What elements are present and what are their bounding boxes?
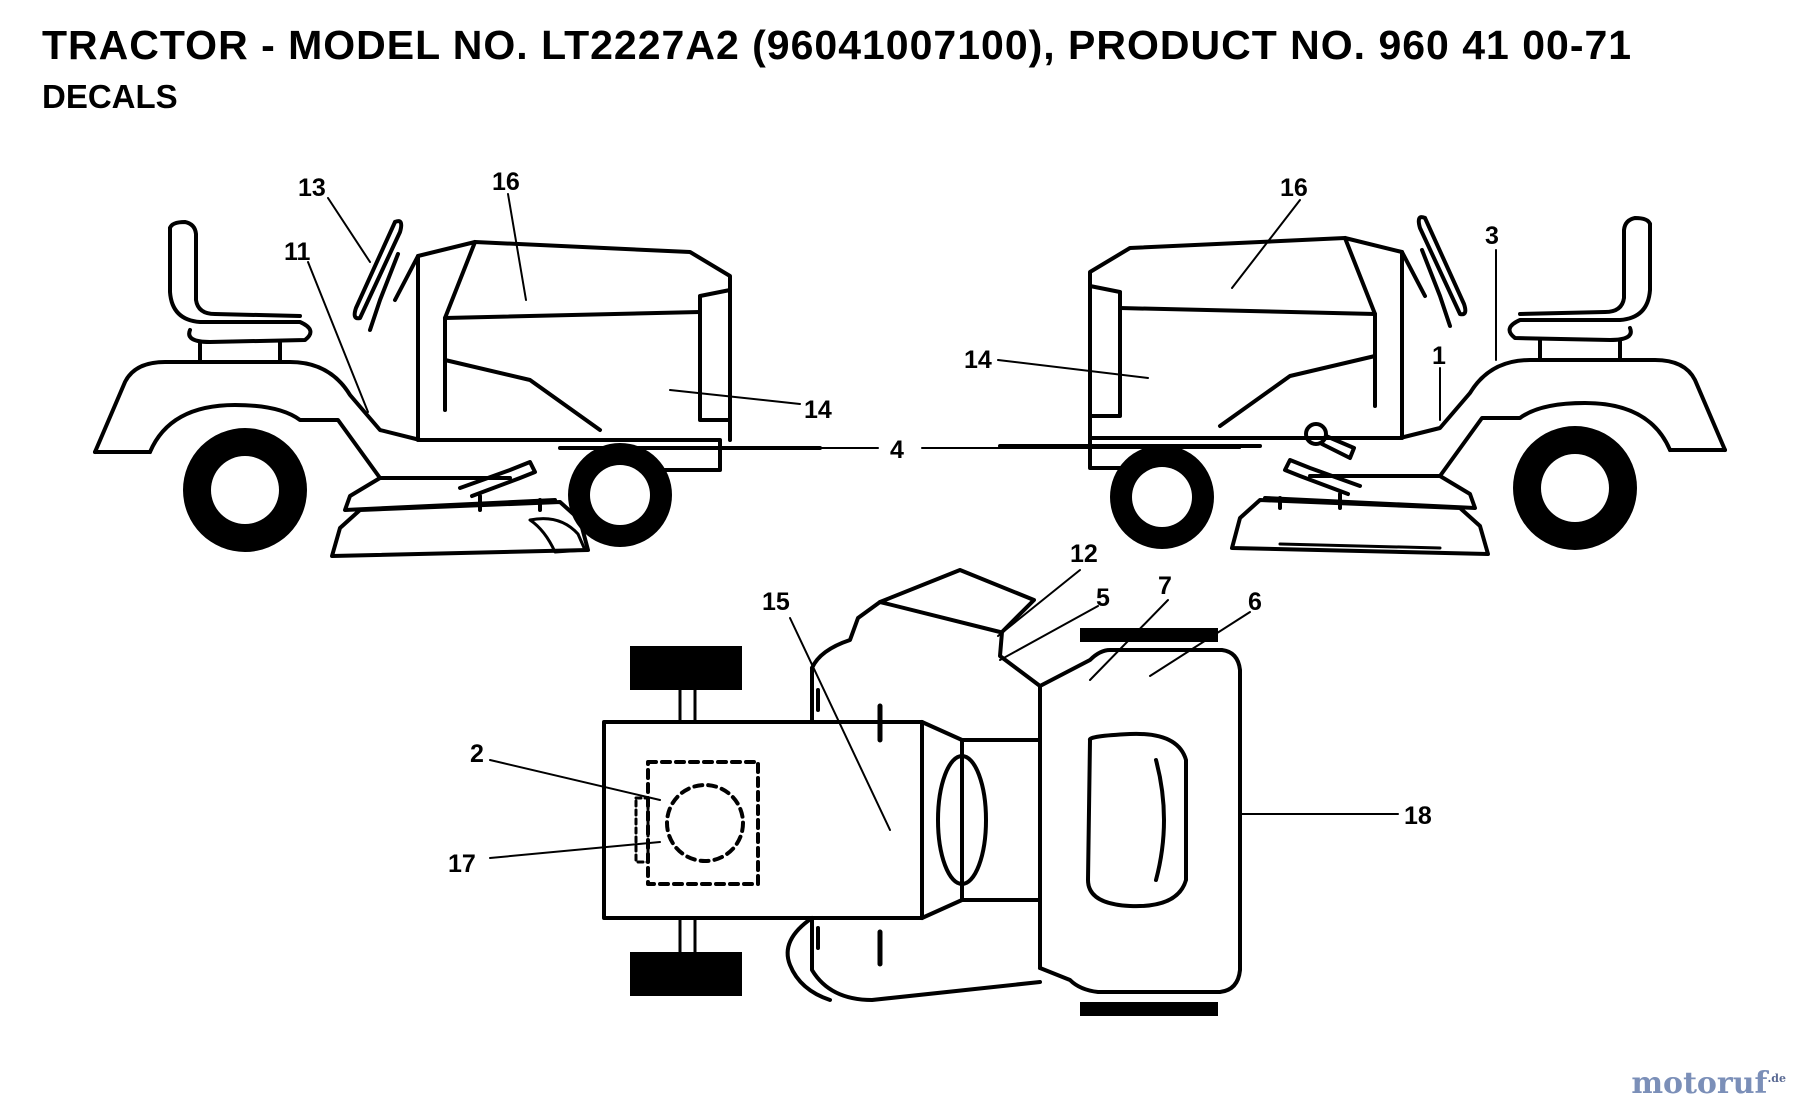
callout-14-right: 14 [964,346,992,374]
callout-16: 16 [492,168,520,196]
callout-1: 1 [1432,342,1446,370]
callout-17: 17 [448,850,476,878]
callout-12: 12 [1070,540,1098,568]
callout-16-right: 16 [1280,174,1308,202]
leader-lines [307,193,1497,859]
callout-13: 13 [298,174,326,202]
watermark-suffix: .de [1767,1072,1786,1085]
callout-2: 2 [470,740,484,768]
callout-3: 3 [1485,222,1499,250]
callout-7: 7 [1158,572,1172,600]
tractor-left-view [93,219,822,558]
callout-18: 18 [1404,802,1432,830]
tractor-right-view [998,215,1727,556]
callout-6: 6 [1248,588,1262,616]
callout-labels: 13 16 11 14 4 16 3 14 1 12 5 7 6 15 2 17… [284,168,1499,878]
callout-5: 5 [1096,584,1110,612]
callout-14: 14 [804,396,832,424]
page-subtitle: DECALS [42,78,178,115]
page-title: TRACTOR - MODEL NO. LT2227A2 (9604100710… [42,22,1633,68]
callout-11: 11 [284,238,311,266]
watermark-text: motoruf [1631,1066,1768,1101]
callout-15: 15 [762,588,790,616]
tractor-top-view [602,568,1242,1016]
callout-4: 4 [890,436,904,464]
watermark-logo: motoruf.de [1631,1066,1786,1101]
